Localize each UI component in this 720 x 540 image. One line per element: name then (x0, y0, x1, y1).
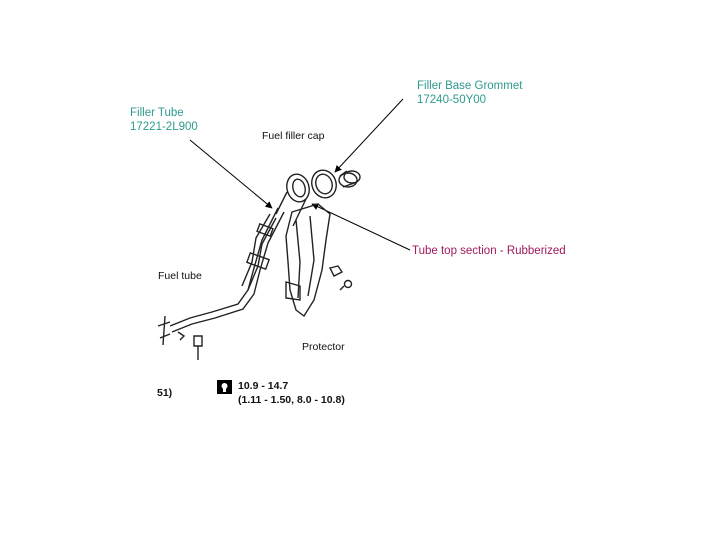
filler-tube-drawing (157, 207, 285, 346)
filler-tube-callout-arrow (189, 139, 273, 209)
filler-tube-name: Filler Tube (130, 107, 184, 119)
grommet-callout-arrow (334, 98, 404, 173)
tube-top-section-drawing (275, 173, 310, 227)
torque-spec-nm: 10.9 - 14.7 (238, 380, 289, 392)
tube-top-callout: Tube top section - Rubberized (412, 245, 566, 257)
filler-tube-callout: Filler Tube 17221-2L900 (130, 106, 198, 134)
protector-label: Protector (302, 341, 345, 353)
fuel-tube-label: Fuel tube (158, 270, 202, 282)
tube-top-callout-arrow (311, 203, 411, 251)
fuel-filler-cap-label: Fuel filler cap (262, 130, 325, 142)
protector-drawing (285, 203, 331, 318)
torque-spec-alt-units: (1.11 - 1.50, 8.0 - 10.8) (238, 394, 345, 406)
filler-base-grommet-callout: Filler Base Grommet 17240-50Y00 (417, 79, 522, 107)
filler-tube-part-number: 17221-2L900 (130, 121, 198, 133)
filler-base-grommet-name: Filler Base Grommet (417, 80, 523, 92)
bolt-drawings (177, 265, 353, 360)
fuel-filler-cap-drawing (338, 170, 361, 188)
torque-wrench-icon (217, 380, 232, 394)
filler-base-grommet-part-number: 17240-50Y00 (417, 94, 487, 106)
torque-spec-fragment: 51) (157, 387, 173, 399)
filler-base-grommet-drawing (311, 169, 337, 199)
